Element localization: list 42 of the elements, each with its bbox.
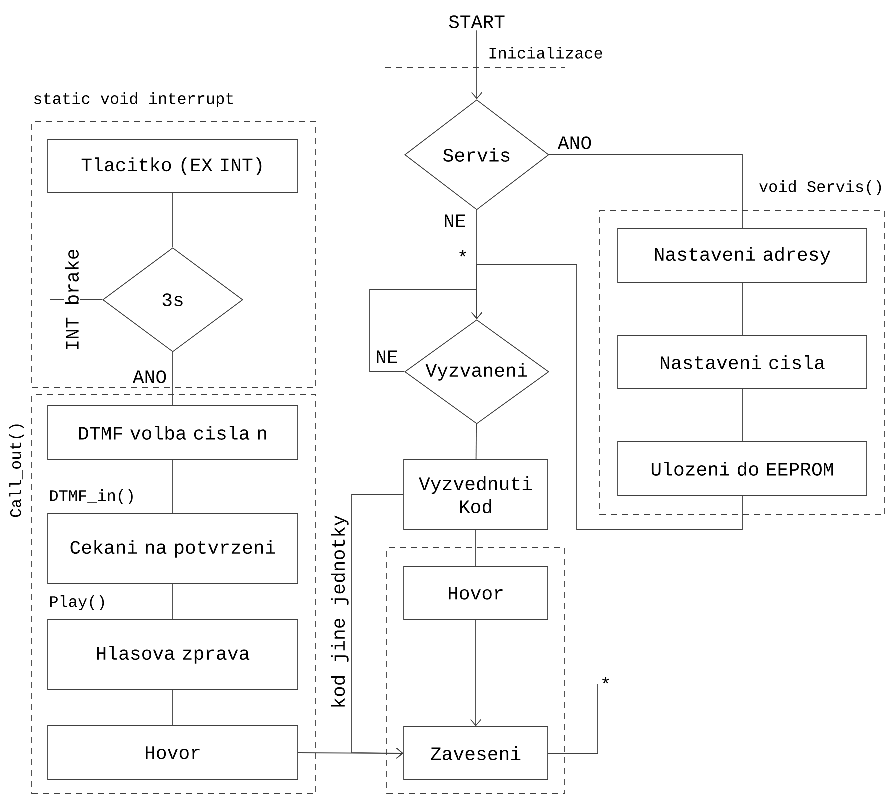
connector bbox=[548, 684, 598, 754]
connector bbox=[470, 620, 482, 727]
function-name: Play() bbox=[50, 596, 104, 610]
edge-label: NE bbox=[377, 350, 398, 364]
flow-text: * bbox=[602, 677, 610, 684]
process-box: Nastaveni adresy bbox=[618, 228, 868, 284]
connector bbox=[172, 460, 174, 514]
note-text: * bbox=[460, 250, 466, 257]
connector bbox=[172, 193, 174, 248]
note-text: Inicializace bbox=[490, 47, 602, 59]
connector bbox=[476, 210, 478, 320]
connector bbox=[742, 389, 743, 442]
process-box: Hlasova zprava bbox=[48, 620, 298, 690]
connector bbox=[549, 154, 743, 229]
connector bbox=[172, 690, 174, 726]
connector bbox=[172, 352, 174, 406]
process-box: Ulozeni do EEPROM bbox=[618, 442, 868, 496]
connector bbox=[352, 494, 404, 760]
process-box: Nastaveni cisla bbox=[618, 336, 868, 390]
connector bbox=[742, 283, 743, 336]
edge-label: kod jine jednotky bbox=[330, 514, 350, 710]
process-box: Hovor bbox=[48, 726, 298, 780]
edge-label: INT brake bbox=[64, 248, 80, 352]
connector bbox=[172, 584, 174, 620]
process-box: Vyzvednuti Kod bbox=[404, 460, 548, 530]
process-box: Tlacitko (EX INT) bbox=[48, 140, 298, 194]
process-box: Zaveseni bbox=[404, 726, 548, 780]
function-name: void Servis() bbox=[760, 180, 882, 196]
process-box: Cekani na potvrzeni bbox=[48, 514, 298, 584]
dashed-frame bbox=[386, 548, 566, 794]
function-name: static void interrupt bbox=[34, 92, 234, 108]
flow-text: START bbox=[449, 16, 505, 28]
connector bbox=[471, 30, 483, 100]
edge-label: ANO bbox=[558, 136, 592, 150]
edge-label: ANO bbox=[132, 370, 166, 384]
function-name: Call_out() bbox=[10, 424, 24, 518]
edge-label: NE bbox=[445, 214, 466, 228]
function-name: DTMF_in() bbox=[50, 490, 133, 504]
process-box: DTMF volba cisla n bbox=[48, 406, 298, 460]
connector bbox=[471, 264, 743, 530]
process-box: Hovor bbox=[404, 566, 548, 620]
connector bbox=[476, 424, 478, 460]
